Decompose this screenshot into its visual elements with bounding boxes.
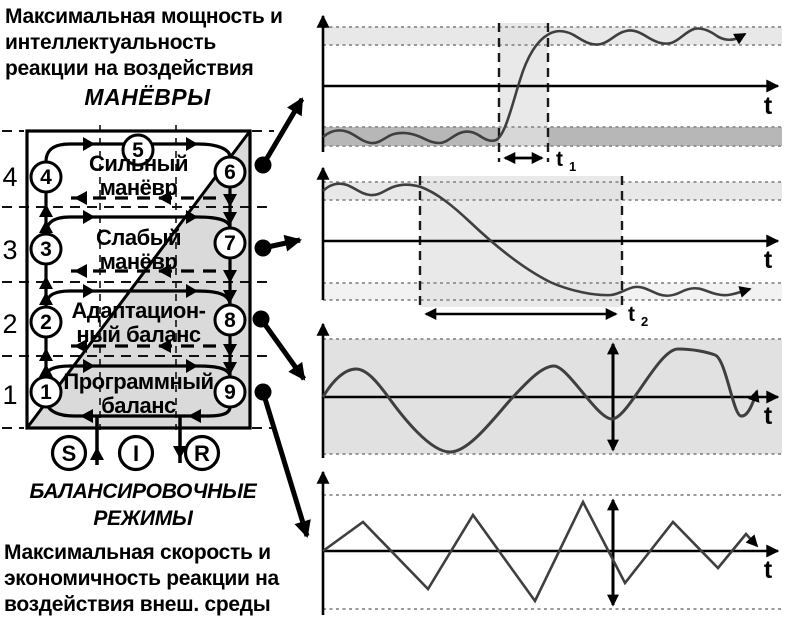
row-label-line: манёвр xyxy=(99,249,178,274)
row-label-line: баланс xyxy=(101,393,176,418)
response-curve xyxy=(322,27,747,145)
top-caption: Максимальная мощность и интеллектуальнос… xyxy=(5,4,317,82)
node-2-label: 2 xyxy=(40,311,52,334)
scale-label-2: 2 xyxy=(2,309,17,339)
connector-arrows xyxy=(252,97,311,538)
node-6-label: 6 xyxy=(224,161,236,184)
scale-label-1: 1 xyxy=(2,380,17,410)
node-9-label: 9 xyxy=(224,381,236,404)
band-borders xyxy=(323,494,782,610)
reverse-flow-arrowheads xyxy=(74,191,171,353)
io-r-label: R xyxy=(194,441,210,466)
node-7-label: 7 xyxy=(224,232,236,255)
top-caption-line-1: Максимальная мощность и xyxy=(5,5,283,28)
band-borders xyxy=(323,26,782,147)
band-borders xyxy=(323,338,782,455)
oscillation-curve xyxy=(321,347,760,454)
box-border xyxy=(25,129,252,430)
row-label-strong-maneuver: Сильный манёвр xyxy=(27,152,250,200)
plot-weak-maneuver: t t 2 xyxy=(316,166,782,329)
t-axis-label: t xyxy=(764,92,773,120)
balancing-heading-line-1: БАЛАНСИРОВОЧНЫЕ xyxy=(29,480,257,503)
connector-lines xyxy=(258,97,311,538)
plot-program-balance: t xyxy=(316,470,782,615)
row-label-line: Адаптацион- xyxy=(71,298,207,323)
scale-label-4: 4 xyxy=(2,162,17,192)
diagonal-line xyxy=(25,130,252,429)
maneuver-state-box: 1 2 3 4 5 6 7 8 9 S I R 4 3 2 1 xyxy=(2,125,274,472)
t-axis-label: t xyxy=(764,246,773,274)
top-caption-line-3: реакции на воздействия xyxy=(5,57,254,80)
top-caption-line-2: интеллектуальность xyxy=(5,31,216,54)
reverse-flow-lines xyxy=(66,196,216,348)
plot-adaptation-balance: t xyxy=(316,322,782,458)
upper-tolerance-band xyxy=(323,27,782,45)
row-label-line: манёвр xyxy=(99,175,178,200)
input-up-arrowhead xyxy=(90,447,104,460)
bottom-caption-line-2: экономичность реакции на xyxy=(4,567,279,590)
output-down-arrowhead xyxy=(173,446,187,459)
io-s-label: S xyxy=(62,441,77,466)
row-label-line: Сильный xyxy=(88,151,189,176)
plot-strong-maneuver: t t 1 xyxy=(316,14,782,174)
t2-label: t xyxy=(628,303,635,326)
response-curve xyxy=(322,182,752,298)
node-5-label: 5 xyxy=(132,139,144,162)
row-label-weak-maneuver: Слабый манёвр xyxy=(27,226,250,274)
balancing-modes-heading: БАЛАНСИРОВОЧНЫЕ РЕЖИМЫ xyxy=(10,478,276,532)
row-label-program-balance: Программный баланс xyxy=(27,370,250,418)
bottom-caption-line-1: Максимальная скорость и xyxy=(4,541,271,564)
t-axis-label: t xyxy=(764,402,773,430)
row-label-adaptation-balance: Адаптацион- ный баланс xyxy=(27,299,250,347)
row-label-line: ный баланс xyxy=(76,322,201,347)
vertical-transition-arrowheads xyxy=(39,194,237,377)
forward-flow-arrowheads xyxy=(80,137,201,423)
row-label-line: Слабый xyxy=(96,225,182,250)
bottom-caption: Максимальная скорость и экономичность ре… xyxy=(4,540,316,618)
node-1-label: 1 xyxy=(40,381,52,404)
node-3-label: 3 xyxy=(40,238,52,261)
sawtooth-curve xyxy=(322,499,759,604)
io-i-label: I xyxy=(133,441,139,466)
transition-band xyxy=(499,23,548,146)
balancing-heading-line-2: РЕЖИМЫ xyxy=(93,507,193,530)
t1-subscript: 1 xyxy=(569,159,576,174)
io-circles xyxy=(50,434,221,472)
lower-tolerance-band xyxy=(323,127,782,146)
transition-band-borders xyxy=(497,23,550,162)
node-8-label: 8 xyxy=(224,309,236,332)
node-4-label: 4 xyxy=(40,166,52,189)
scale-label-3: 3 xyxy=(2,235,17,265)
bottom-caption-line-3: воздействия внеш. среды xyxy=(4,593,271,616)
t2-subscript: 2 xyxy=(641,314,648,329)
t-axis-label: t xyxy=(764,556,773,584)
maneuvers-heading: МАНЁВРЫ xyxy=(84,84,211,110)
state-circles xyxy=(29,133,247,409)
t1-label: t xyxy=(556,148,563,171)
row-label-line: Программный xyxy=(63,369,214,394)
